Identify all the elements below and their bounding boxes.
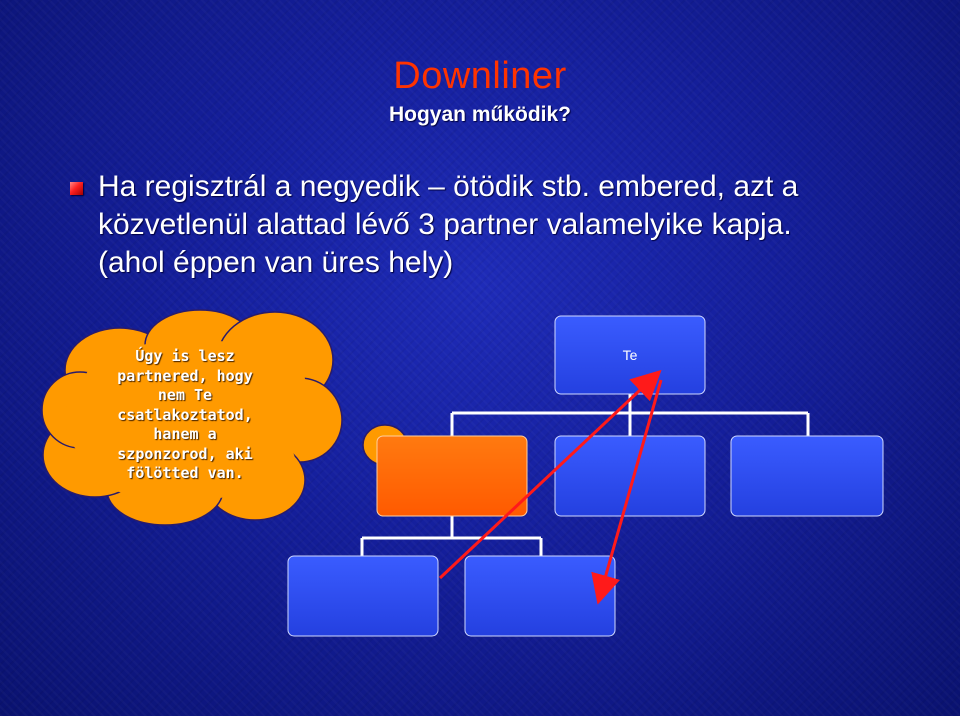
bullet-line-2: közvetlenül alattad lévő 3 partner valam… <box>98 208 792 241</box>
bullet-line-3: (ahol éppen van üres hely) <box>98 246 454 279</box>
org-box-level1-left-highlighted <box>376 435 528 517</box>
bullet-line-1: Ha regisztrál a negyedik – ötödik stb. e… <box>98 170 799 203</box>
cloud-line-5: hanem a <box>153 425 217 443</box>
cloud-line-2: partnered, hogy <box>117 366 253 385</box>
cloud-line-7: fölötted van. <box>126 464 244 482</box>
tree-connectors <box>360 394 810 556</box>
arrow-to-downline <box>591 379 663 605</box>
bullet-text: Ha regisztrál a negyedik – ötödik stb. e… <box>98 168 898 282</box>
org-box-root-label: Te <box>622 347 638 363</box>
red-arrows <box>438 369 663 605</box>
bullet-icon <box>70 182 83 195</box>
org-box-level1-right <box>730 435 884 517</box>
org-box-level1-middle <box>554 435 706 517</box>
thought-cloud <box>41 309 471 526</box>
cloud-line-3: nem Te <box>157 386 213 404</box>
slide-subtitle: Hogyan működik? <box>388 103 572 126</box>
cloud-line-4: csatlakoztatod, <box>117 405 253 424</box>
arrow-to-root <box>438 369 662 580</box>
slide-title: Downliner <box>393 55 567 97</box>
cloud-line-6: szponzorod, aki <box>117 444 253 463</box>
cloud-text: Úgy is lesz partnered, hogy nem Te csatl… <box>75 347 295 484</box>
org-box-level2-right <box>464 555 616 637</box>
cloud-line-1: Úgy is lesz <box>135 347 235 365</box>
org-box-level2-left <box>287 555 439 637</box>
